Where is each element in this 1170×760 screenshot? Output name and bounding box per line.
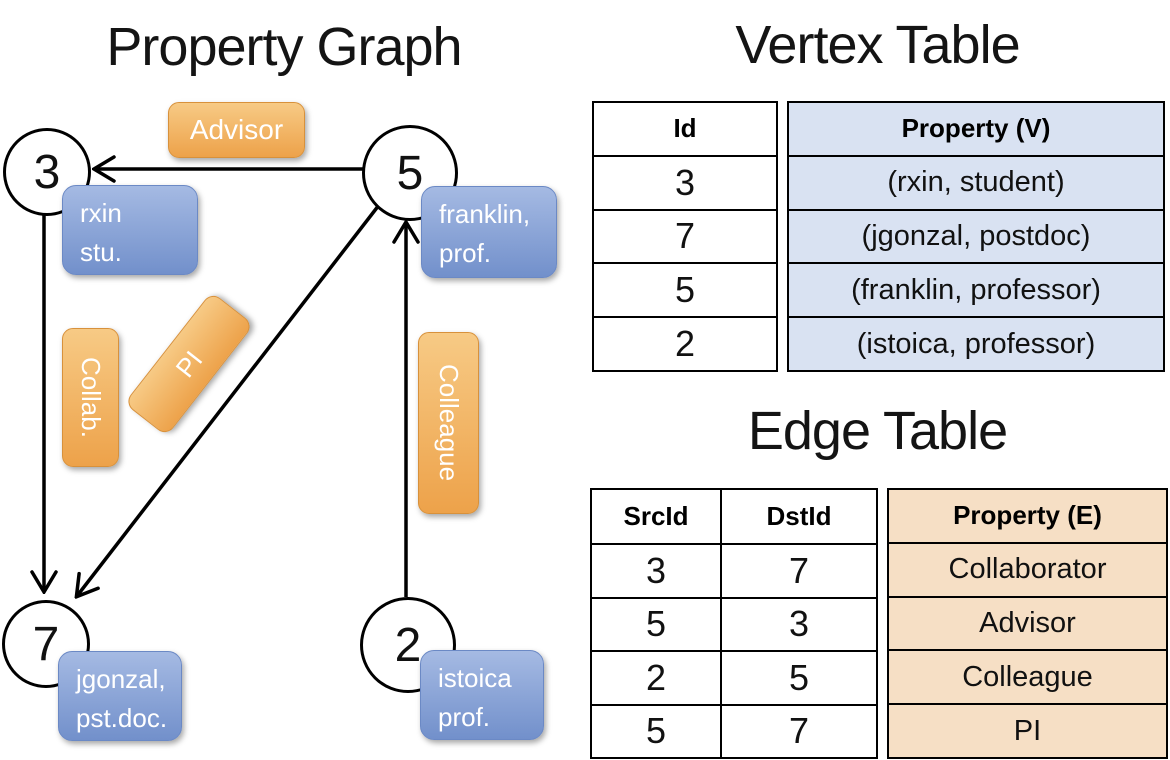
property-line: jgonzal, <box>76 664 166 694</box>
vertex-property-cell: (rxin, student) <box>789 154 1163 209</box>
vertex-table-id-column: Id 3 7 5 2 <box>592 101 778 372</box>
edge-srcid-cell: 3 <box>592 543 722 597</box>
property-line: rxin <box>80 198 122 228</box>
vertex-table-header-id: Id <box>673 113 697 144</box>
property-line: pst.doc. <box>76 703 168 733</box>
property-line: franklin, <box>439 199 531 229</box>
edge-label-collaborator: Collab. <box>62 328 119 467</box>
edge-label-colleague: Colleague <box>418 332 479 514</box>
property-graph-title: Property Graph <box>106 17 462 77</box>
edge-table-id-columns: SrcId DstId 3 7 5 3 2 5 5 7 <box>590 488 878 759</box>
vertex-property-cell: (franklin, professor) <box>789 262 1163 316</box>
graph-node-5: 5 <box>362 125 458 221</box>
edge-dstid-cell: 7 <box>722 703 876 757</box>
edge-property-cell: Advisor <box>889 595 1166 650</box>
edge-table-property-column: Property (E) Collaborator Advisor Collea… <box>887 488 1168 759</box>
vertex-table-header-property: Property (V) <box>901 113 1051 144</box>
edge-srcid-cell: 5 <box>592 703 722 757</box>
node-id-label: 7 <box>32 617 60 671</box>
property-line: istoica <box>438 663 512 693</box>
property-line: prof. <box>439 238 492 268</box>
vertex-table-property-column: Property (V) (rxin, student) (jgonzal, p… <box>787 101 1165 372</box>
edge-label-pi: PI <box>124 291 254 437</box>
edge-table-header-srcid: SrcId <box>592 490 722 544</box>
edge-srcid-cell: 5 <box>592 596 722 651</box>
vertex-property-box-istoica: istoica prof. <box>420 650 544 740</box>
node-id-label: 5 <box>396 146 424 200</box>
edge-label-advisor: Advisor <box>168 102 305 158</box>
vertex-id-cell: 5 <box>594 262 776 316</box>
edge-property-cell: PI <box>889 703 1166 757</box>
vertex-property-box-rxin: rxin stu. <box>62 185 198 275</box>
vertex-property-cell: (jgonzal, postdoc) <box>789 208 1163 263</box>
edge-dstid-cell: 3 <box>722 596 876 650</box>
graph-node-3: 3 <box>3 128 91 216</box>
edge-table-header-dstid: DstId <box>766 501 832 532</box>
node-id-label: 3 <box>33 145 61 199</box>
edge-dstid-cell: 7 <box>722 543 876 596</box>
edge-property-cell: Colleague <box>889 649 1166 703</box>
edge-table-header-property: Property (E) <box>953 500 1102 531</box>
vertex-property-box-jgonzal: jgonzal, pst.doc. <box>58 651 182 741</box>
vertex-id-cell: 2 <box>594 316 776 370</box>
vertex-table-title: Vertex Table <box>735 15 1020 75</box>
node-id-label: 2 <box>394 618 422 672</box>
vertex-property-box-franklin: franklin, prof. <box>421 186 557 278</box>
vertex-id-cell: 3 <box>594 154 776 209</box>
vertex-id-cell: 7 <box>594 208 776 263</box>
edge-dstid-cell: 5 <box>722 650 876 703</box>
property-line: prof. <box>438 702 491 732</box>
edge-table-title: Edge Table <box>747 401 1008 461</box>
edge-srcid-cell: 2 <box>592 650 722 704</box>
vertex-property-cell: (istoica, professor) <box>789 316 1163 370</box>
property-line: stu. <box>80 237 122 267</box>
edge-property-cell: Collaborator <box>889 541 1166 596</box>
